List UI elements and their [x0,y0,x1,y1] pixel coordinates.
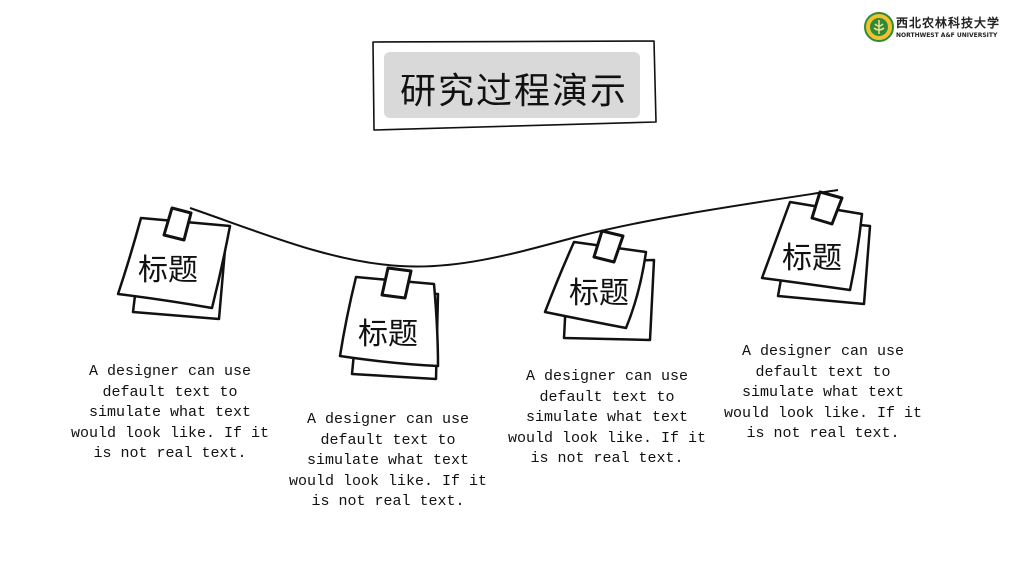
step-2-description: A designer can use default text to simul… [288,411,488,510]
page-title-box: 研究过程演示 [368,38,660,134]
sticky-note-1 [116,206,232,321]
sticky-note-2 [338,266,440,381]
step-4-label: 标题 [782,241,842,276]
university-emblem-icon [864,12,894,42]
university-name-en: NORTHWEST A&F UNIVERSITY [896,32,998,39]
step-1-description: A designer can use default text to simul… [70,363,270,462]
step-1-label: 标题 [138,253,198,288]
page-title: 研究过程演示 [399,71,628,112]
step-3-label: 标题 [569,276,629,311]
step-4-description: A designer can use default text to simul… [723,343,923,442]
title-frame [372,40,657,131]
sticky-note-4 [760,190,872,306]
university-name-cn: 西北农林科技大学 [896,16,1001,30]
sticky-note-3 [543,229,656,342]
step-3-description: A designer can use default text to simul… [507,368,707,467]
hanging-string [189,189,839,268]
university-logo: 西北农林科技大学 NORTHWEST A&F UNIVERSITY [864,12,1014,44]
step-2-label: 标题 [358,317,418,352]
